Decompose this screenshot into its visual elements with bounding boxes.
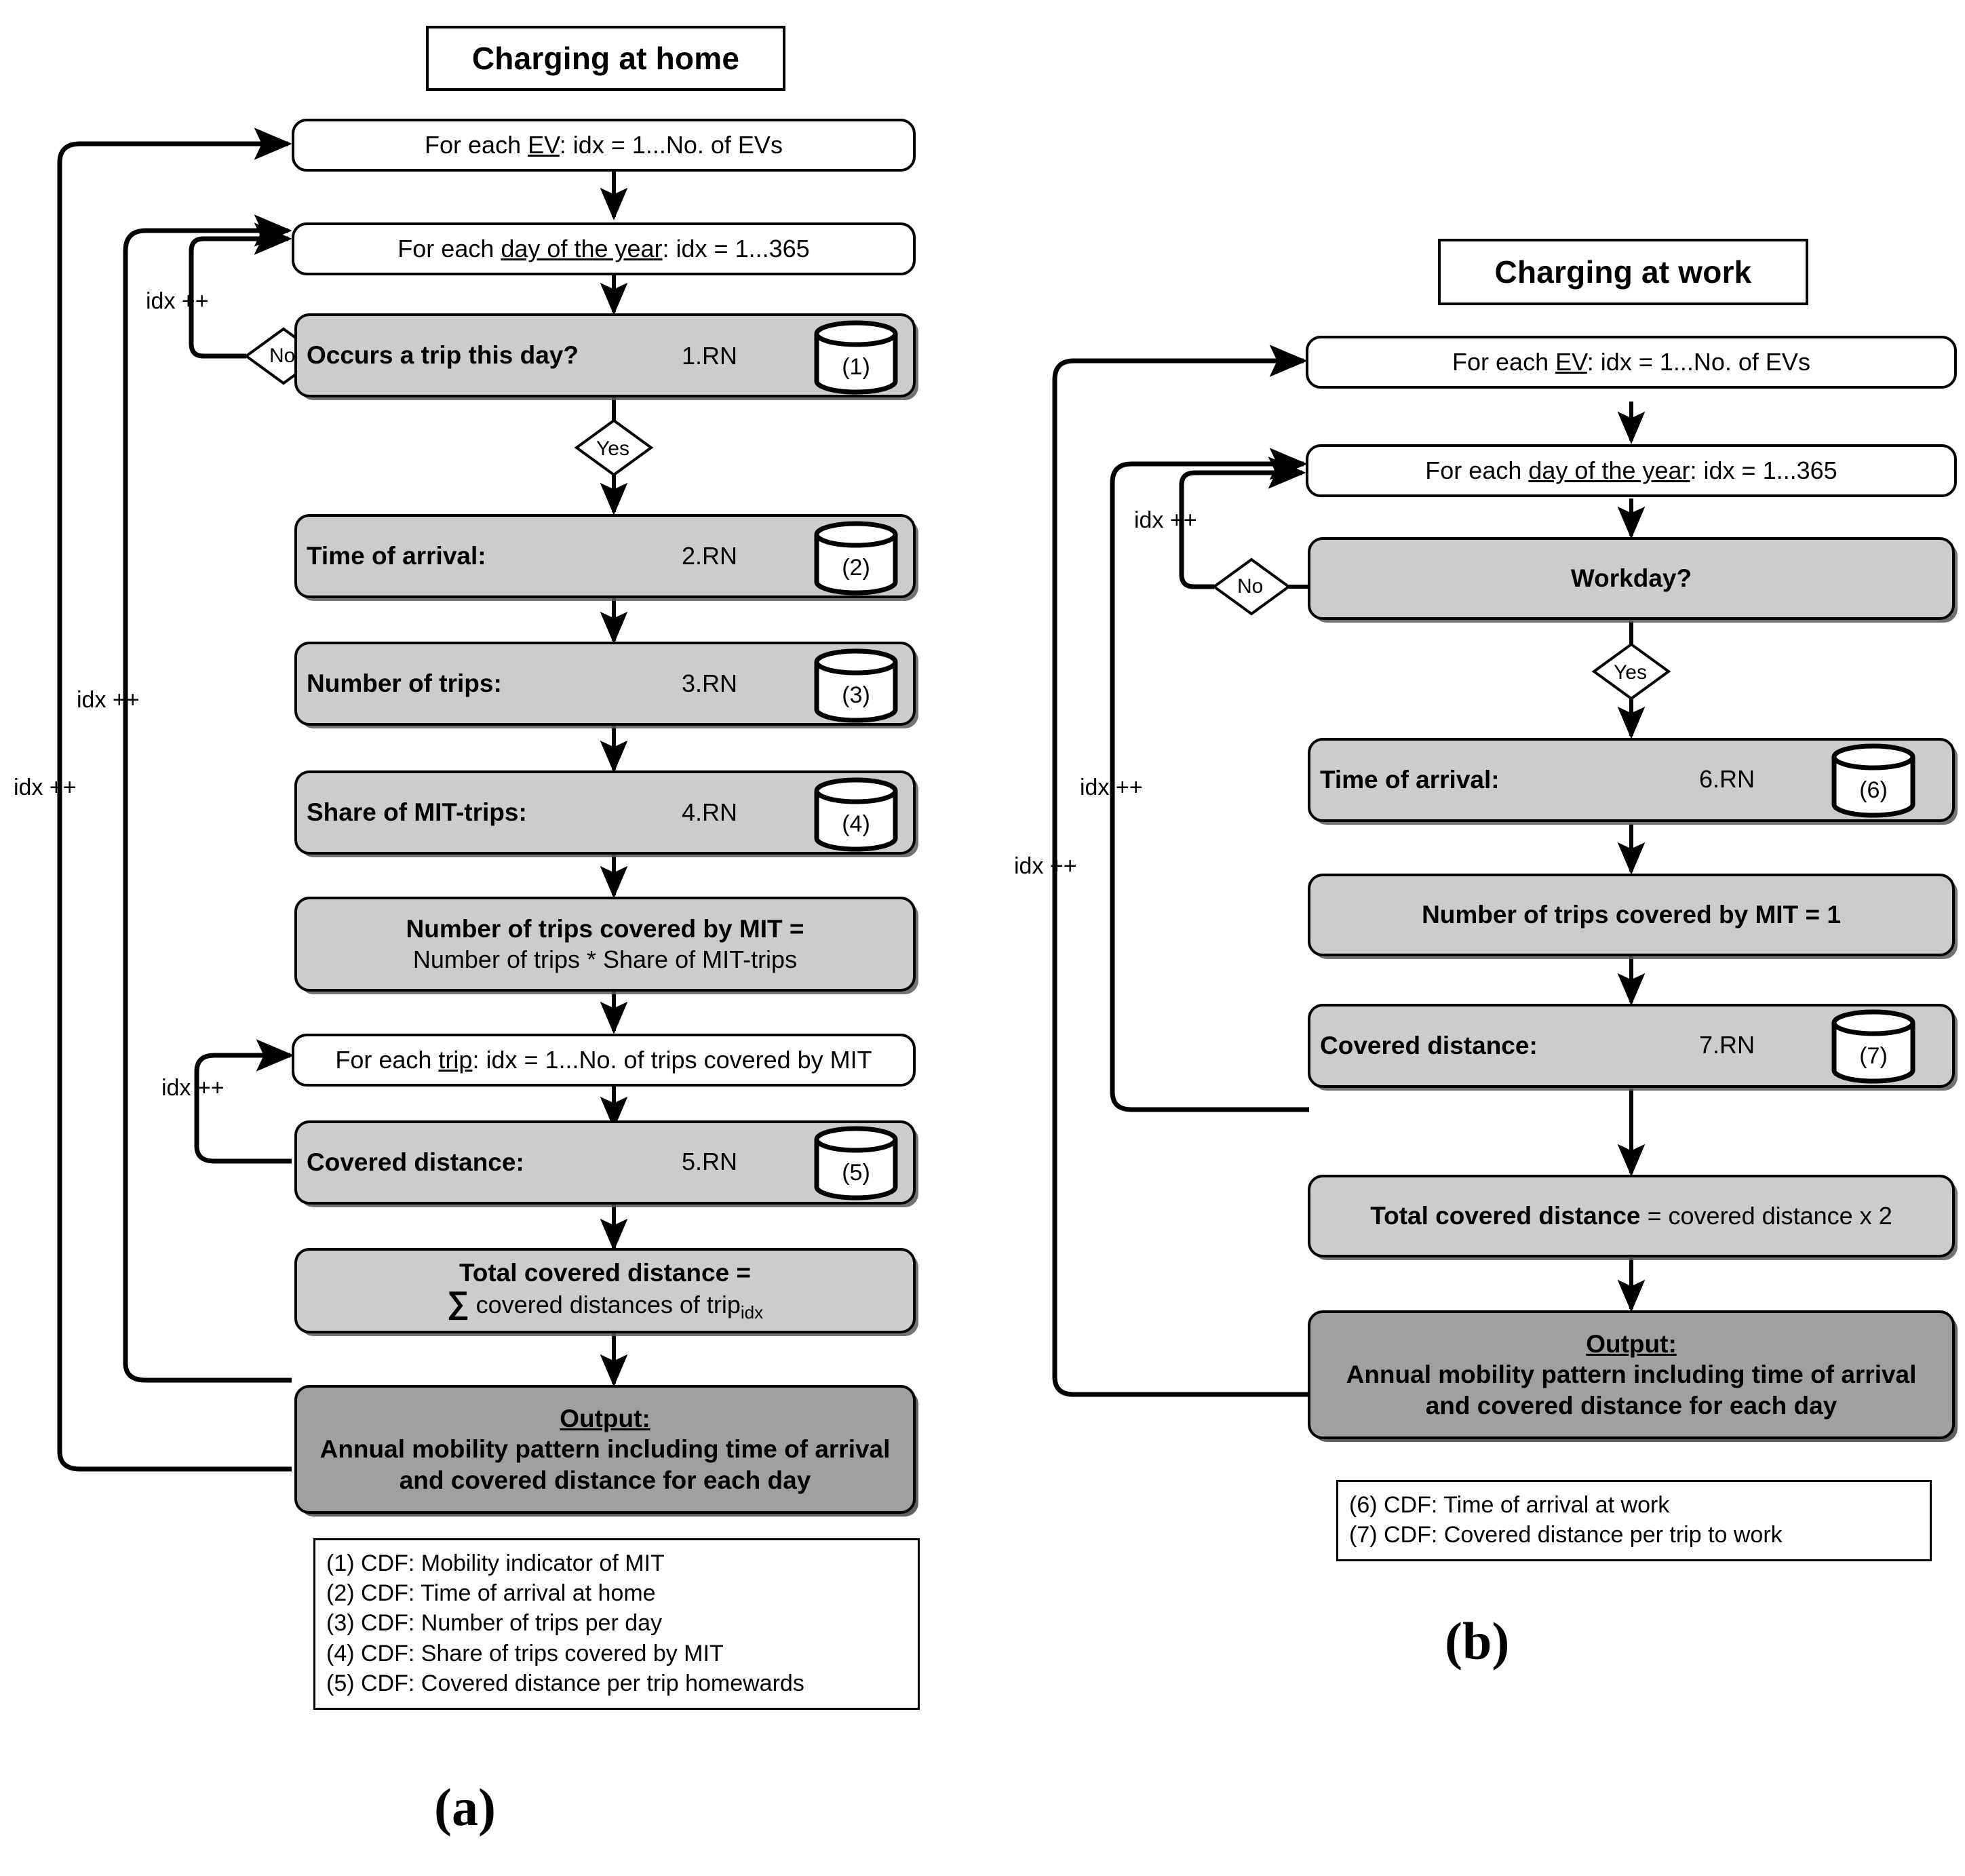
database-icon-7: (7) <box>1831 1009 1915 1084</box>
panel-b-covered-distance-label: Covered distance: <box>1320 1032 1538 1059</box>
panel-a-idx-label-day: idx ++ <box>77 687 140 713</box>
panel-a-loop-ev-box[interactable]: For each EV: idx = 1...No. of EVs <box>292 119 916 172</box>
database-icon-7-label: (7) <box>1859 1043 1888 1069</box>
panel-a-rn-3: 3.RN <box>682 669 738 697</box>
panel-a-decision-yes-label: Yes <box>596 437 629 460</box>
panel-b-title: Charging at work <box>1494 254 1752 290</box>
panel-a-covered-distance-box[interactable]: Covered distance: <box>294 1120 916 1205</box>
database-icon-5: (5) <box>814 1126 898 1200</box>
panel-b-loop-day-box[interactable]: For each day of the year: idx = 1...365 <box>1306 444 1957 497</box>
panel-a-covered-distance-label: Covered distance: <box>307 1148 524 1176</box>
panel-b-total-distance-box[interactable]: Total covered distance = covered distanc… <box>1308 1175 1955 1257</box>
panel-a-legend-box: (1) CDF: Mobility indicator of MIT (2) C… <box>313 1538 920 1710</box>
panel-b-rn-6: 6.RN <box>1699 765 1755 793</box>
panel-a-share-mit-box[interactable]: Share of MIT-trips: <box>294 770 916 855</box>
panel-b-rn-7: 7.RN <box>1699 1031 1755 1059</box>
database-icon-4: (4) <box>814 777 898 852</box>
panel-b-total-distance-rest: = covered distance x 2 <box>1640 1202 1892 1230</box>
panel-b-idx-label-day: idx ++ <box>1080 775 1143 800</box>
database-icon-2: (2) <box>814 521 898 595</box>
panel-a-legend-item-4: (4) CDF: Share of trips covered by MIT <box>326 1640 724 1666</box>
panel-a-number-trips-label: Number of trips: <box>307 669 502 697</box>
database-icon-3: (3) <box>814 648 898 723</box>
panel-a-label: (a) <box>434 1778 496 1837</box>
database-icon-2-label: (2) <box>842 555 870 581</box>
panel-b-title-box: Charging at work <box>1438 239 1808 305</box>
panel-b-output-title: Output: <box>1586 1330 1677 1359</box>
panel-a-idx-label-trip: idx ++ <box>161 1075 225 1101</box>
panel-b-output-line2: and covered distance for each day <box>1425 1391 1837 1420</box>
panel-a-rn-4: 4.RN <box>682 798 738 826</box>
panel-a-decision-no-label: No <box>269 345 296 367</box>
panel-a-title: Charging at home <box>471 41 740 76</box>
panel-a-legend-item-1: (1) CDF: Mobility indicator of MIT <box>326 1550 665 1576</box>
panel-b-idx-label-day-no: idx ++ <box>1134 507 1197 533</box>
database-icon-3-label: (3) <box>842 682 870 708</box>
panel-a-legend-item-2: (2) CDF: Time of arrival at home <box>326 1580 656 1607</box>
panel-a-output-box[interactable]: Output: Annual mobility pattern includin… <box>294 1385 916 1514</box>
panel-a-trips-covered-line1: Number of trips covered by MIT = <box>406 915 804 943</box>
database-icon-1-label: (1) <box>842 354 870 380</box>
panel-b-time-arrival-label: Time of arrival: <box>1320 766 1500 794</box>
panel-a-decision-trip-label: Occurs a trip this day? <box>307 341 579 369</box>
panel-b-legend-box: (6) CDF: Time of arrival at work (7) CDF… <box>1336 1480 1932 1562</box>
panel-a-legend-item-3: (3) CDF: Number of trips per day <box>326 1610 663 1637</box>
database-icon-4-label: (4) <box>842 811 870 837</box>
panel-b-idx-label-ev: idx ++ <box>1014 853 1077 879</box>
panel-a-time-arrival-label: Time of arrival: <box>307 542 486 570</box>
panel-a-trips-covered-line2: Number of trips * Share of MIT-trips <box>412 945 798 973</box>
sigma-icon: ∑ <box>446 1284 469 1320</box>
panel-a-title-box: Charging at home <box>426 26 785 91</box>
panel-a-loop-trip-label: For each trip: idx = 1...No. of trips co… <box>335 1046 872 1074</box>
panel-a-output-title: Output: <box>560 1405 650 1433</box>
database-icon-6-label: (6) <box>1859 777 1888 803</box>
panel-a-rn-1: 1.RN <box>682 342 738 370</box>
panel-b-legend-item-1: (6) CDF: Time of arrival at work <box>1349 1492 1670 1518</box>
panel-a-output-line2: and covered distance for each day <box>399 1466 811 1494</box>
panel-a-trips-covered-box[interactable]: Number of trips covered by MIT = Number … <box>294 897 916 992</box>
panel-a-rn-5: 5.RN <box>682 1148 738 1175</box>
panel-b-legend-item-2: (7) CDF: Covered distance per trip to wo… <box>1349 1522 1783 1548</box>
database-icon-5-label: (5) <box>842 1160 870 1186</box>
panel-a-time-arrival-box[interactable]: Time of arrival: <box>294 514 916 598</box>
panel-b-loop-ev-label: For each EV: idx = 1...No. of EVs <box>1452 348 1810 376</box>
panel-a-output-line1: Annual mobility pattern including time o… <box>319 1435 891 1464</box>
panel-b-loop-day-label: For each day of the year: idx = 1...365 <box>1425 456 1837 484</box>
panel-b-decision-workday-box[interactable]: Workday? <box>1308 537 1955 620</box>
panel-b-label: (b) <box>1445 1611 1510 1670</box>
panel-a-loop-trip-box[interactable]: For each trip: idx = 1...No. of trips co… <box>292 1034 916 1087</box>
panel-a-loop-day-box[interactable]: For each day of the year: idx = 1...365 <box>292 222 916 275</box>
panel-a-decision-trip-box[interactable]: Occurs a trip this day? <box>294 313 916 397</box>
panel-b-total-distance-text: Total covered distance = covered distanc… <box>1310 1202 1952 1230</box>
panel-a-total-distance-line1: Total covered distance = <box>459 1259 752 1287</box>
database-icon-1: (1) <box>814 320 898 395</box>
panel-b-decision-no-label: No <box>1237 575 1264 598</box>
panel-a-share-mit-label: Share of MIT-trips: <box>307 798 527 826</box>
panel-b-total-distance-bold: Total covered distance <box>1370 1202 1641 1230</box>
panel-a-idx-label-day-no: idx ++ <box>146 288 209 314</box>
panel-a-rn-2: 2.RN <box>682 542 738 570</box>
panel-a-number-trips-box[interactable]: Number of trips: <box>294 642 916 726</box>
panel-b-decision-yes-label: Yes <box>1614 661 1647 684</box>
panel-b-output-box[interactable]: Output: Annual mobility pattern includin… <box>1308 1310 1955 1439</box>
panel-a-idx-label-ev: idx ++ <box>14 775 77 800</box>
database-icon-6: (6) <box>1831 743 1915 818</box>
panel-a-loop-ev-label: For each EV: idx = 1...No. of EVs <box>425 131 783 159</box>
panel-a-total-distance-box[interactable]: Total covered distance = ∑ covered dista… <box>294 1248 916 1333</box>
panel-a-legend-item-5: (5) CDF: Covered distance per trip homew… <box>326 1670 804 1696</box>
panel-b-decision-workday-label: Workday? <box>1570 564 1692 592</box>
panel-b-output-line1: Annual mobility pattern including time o… <box>1346 1361 1917 1389</box>
panel-b-loop-ev-box[interactable]: For each EV: idx = 1...No. of EVs <box>1306 336 1957 389</box>
panel-b-trips-covered-box[interactable]: Number of trips covered by MIT = 1 <box>1308 874 1955 956</box>
panel-a-total-distance-line2: ∑ covered distances of tripidx <box>446 1284 764 1323</box>
panel-a-loop-day-label: For each day of the year: idx = 1...365 <box>397 235 810 262</box>
panel-b-trips-covered-label: Number of trips covered by MIT = 1 <box>1422 901 1841 929</box>
